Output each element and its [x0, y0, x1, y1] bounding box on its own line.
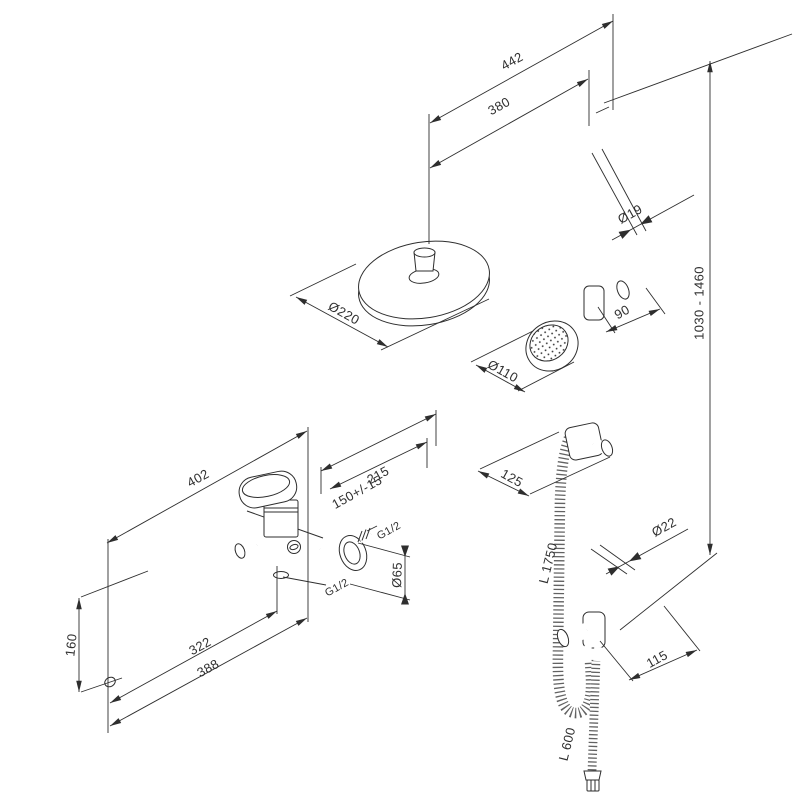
- diverter-knob: [234, 538, 260, 559]
- slider-holder: [564, 422, 614, 461]
- dim-line-442: [429, 20, 614, 124]
- top-wall-bracket: [583, 280, 630, 321]
- connection-hose: [587, 659, 601, 772]
- dim-line-150: [329, 441, 428, 490]
- hand-shower: [525, 320, 579, 432]
- dim-label-g12-outlet: G1/2: [323, 577, 351, 600]
- dim-label-322: 322: [186, 634, 213, 658]
- hand-shower-nozzles: [529, 324, 569, 362]
- dim-label-115: 115: [644, 647, 670, 671]
- dim-label-d65: Ø65: [389, 562, 405, 588]
- dim-line-215: [320, 413, 437, 472]
- dimension-labels: 442 380 Ø19 1030 - 1460 Ø220 90 Ø110 125…: [62, 49, 706, 762]
- dim-label-380: 380: [485, 94, 512, 118]
- mixer-outlet: [273, 558, 289, 579]
- dim-line-115: [628, 649, 698, 681]
- hose-tee-stubs: [583, 645, 602, 662]
- dim-line-388: [109, 617, 308, 727]
- dim-label-388: 388: [194, 656, 221, 680]
- dim-line-380: [429, 78, 589, 169]
- dim-label-hose2: L 600: [556, 726, 579, 763]
- dim-label-442: 442: [498, 49, 525, 73]
- dimension-lines: [76, 14, 793, 733]
- dim-label-150: 150+/-15: [329, 472, 384, 512]
- dim-label-d110: Ø110: [485, 357, 521, 386]
- dim-line-110: [475, 364, 526, 393]
- dim-label-90: 90: [612, 302, 633, 323]
- rain-shower-head: [358, 240, 490, 327]
- dim-line-402: [106, 430, 308, 544]
- hose-end-nut: [583, 770, 602, 792]
- wall-connection: [318, 527, 373, 571]
- mixer-spout: [103, 561, 259, 688]
- body-screw-detail: [287, 540, 301, 554]
- dim-line-220: [295, 296, 389, 348]
- dim-line-125: [477, 470, 530, 497]
- bottom-bracket: [556, 611, 606, 649]
- dim-line-90: [605, 308, 661, 333]
- dim-label-g12-wall: G1/2: [375, 520, 403, 543]
- dim-label-125: 125: [498, 466, 525, 490]
- union-nut: [343, 541, 361, 565]
- dim-label-160: 160: [62, 633, 79, 657]
- dim-label-height: 1030 - 1460: [692, 266, 707, 340]
- shower-hose: [552, 436, 597, 719]
